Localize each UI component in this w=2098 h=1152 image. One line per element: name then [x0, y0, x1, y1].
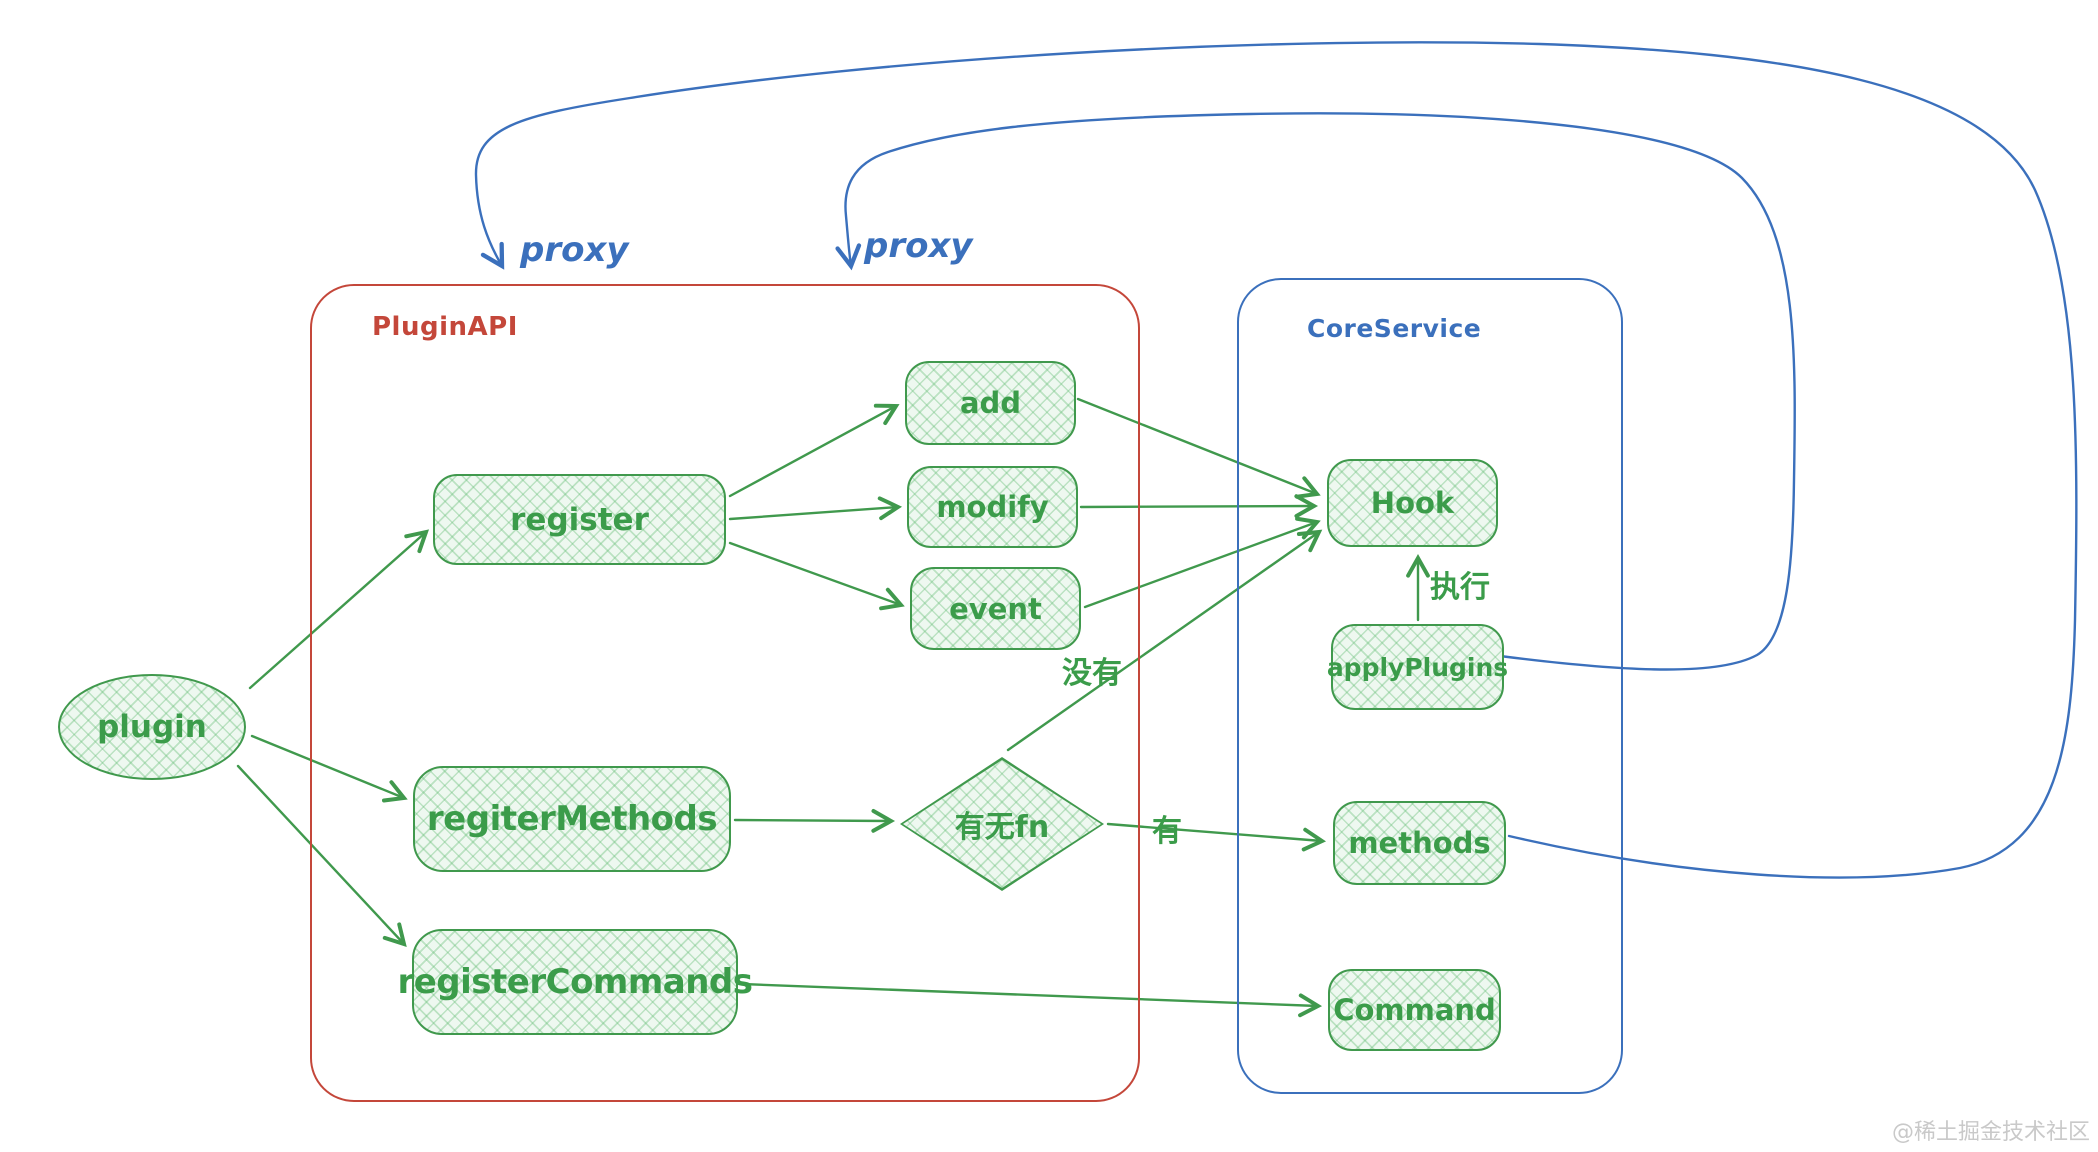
node-registercommands-label: registerCommands [397, 962, 753, 1002]
node-plugin: plugin [58, 674, 246, 780]
node-command: Command [1328, 969, 1501, 1051]
watermark: @稀土掘金技术社区 [1891, 1120, 2090, 1145]
node-modify-label: modify [936, 490, 1049, 524]
proxy-label-right: proxy [864, 226, 973, 266]
node-applyplugins: applyPlugins [1327, 624, 1508, 710]
node-methods: methods [1333, 801, 1506, 885]
pluginapi-title: PluginAPI [372, 312, 518, 342]
pluginapi-frame: PluginAPI [310, 284, 1140, 1102]
node-registercommands: registerCommands [397, 929, 753, 1035]
decision-diamond-label: 有无fn [954, 810, 1050, 845]
node-event-label: event [949, 591, 1042, 626]
node-event: event [910, 567, 1081, 650]
node-command-label: Command [1333, 993, 1496, 1027]
node-regitermethods: regiterMethods [413, 766, 731, 872]
coreservice-frame: CoreService [1237, 278, 1623, 1094]
node-hook: Hook [1327, 459, 1498, 547]
coreservice-title: CoreService [1307, 314, 1482, 343]
node-modify: modify [907, 466, 1078, 548]
node-applyplugins-label: applyPlugins [1326, 652, 1509, 682]
decision-diamond: 有无fn [900, 757, 1104, 891]
node-methods-label: methods [1348, 826, 1491, 860]
execute-label: 执行 [1430, 570, 1490, 605]
node-plugin-label: plugin [97, 709, 207, 745]
node-hook-label: Hook [1370, 486, 1455, 520]
node-add-label: add [959, 386, 1022, 420]
proxy-label-left: proxy [520, 230, 629, 270]
node-add: add [905, 361, 1076, 445]
yes-branch-label: 有 [1152, 814, 1182, 849]
node-regitermethods-label: regiterMethods [426, 799, 718, 839]
node-register: register [433, 474, 726, 565]
node-register-label: register [510, 501, 649, 538]
no-branch-label: 没有 [1062, 656, 1122, 691]
